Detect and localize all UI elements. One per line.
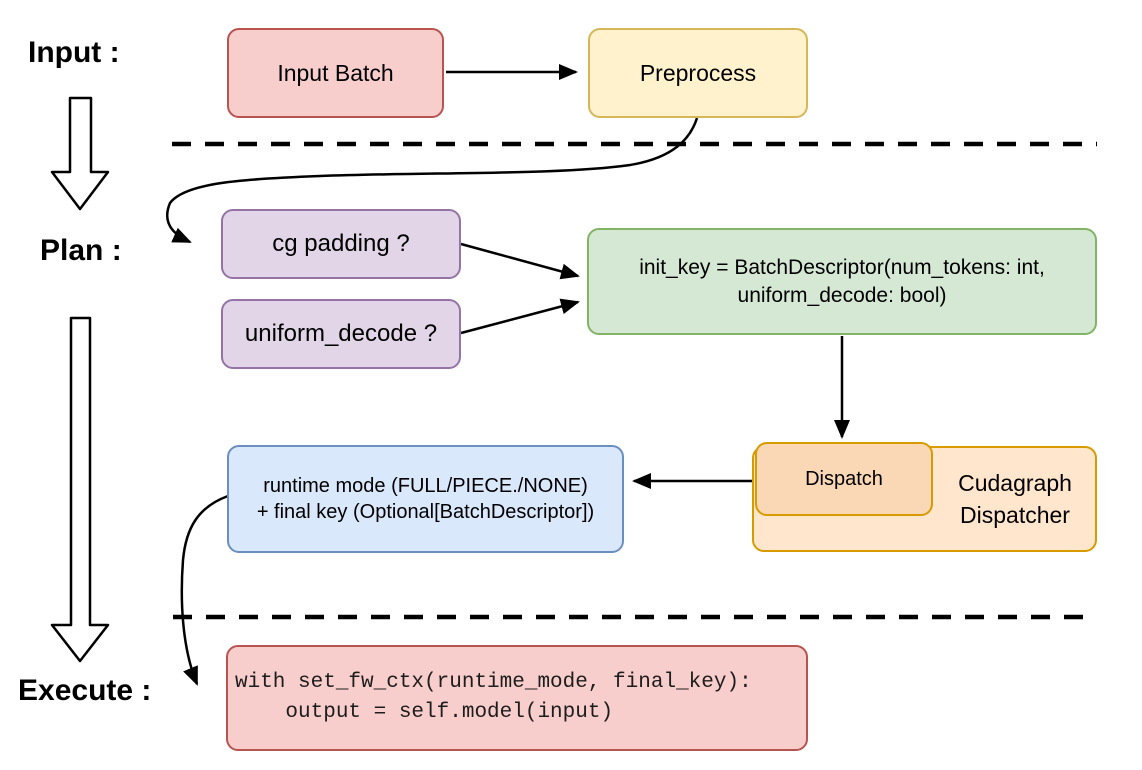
node-uniform-decode: uniform_decode ?	[221, 299, 461, 369]
node-execute-code: with set_fw_ctx(runtime_mode, final_key)…	[226, 645, 808, 751]
cudagraph-line2: Dispatcher	[960, 502, 1070, 528]
node-input-batch: Input Batch	[227, 28, 444, 118]
node-preprocess: Preprocess	[588, 28, 808, 118]
node-init-key: init_key = BatchDescriptor(num_tokens: i…	[587, 228, 1097, 335]
node-dispatch-label: Dispatch	[805, 467, 883, 490]
node-init-key-line1: init_key = BatchDescriptor(num_tokens: i…	[639, 255, 1045, 279]
stage-label-execute: Execute :	[18, 674, 152, 707]
node-dispatch: Dispatch	[755, 442, 933, 516]
node-runtime-output: runtime mode (FULL/PIECE./NONE) + final …	[227, 445, 624, 553]
execute-code-line1: with set_fw_ctx(runtime_mode, final_key)…	[235, 671, 752, 695]
arrow-cg-padding-to-init-key	[460, 242, 580, 280]
node-input-batch-label: Input Batch	[277, 59, 394, 86]
node-preprocess-label: Preprocess	[639, 59, 757, 86]
curve-runtime-to-execute-code	[180, 494, 229, 686]
node-cg-padding-label: cg padding ?	[272, 230, 410, 258]
node-cg-padding: cg padding ?	[221, 209, 461, 279]
node-cudagraph-dispatcher-label: Cudagraph Dispatcher	[935, 452, 1095, 546]
arrow-uniform-decode-to-init-key	[460, 298, 580, 335]
node-runtime-line2: + final key (Optional[BatchDescriptor])	[256, 501, 595, 523]
cudagraph-line1: Cudagraph	[958, 469, 1072, 496]
node-init-key-line2: uniform_decode: bool)	[737, 283, 947, 307]
stage-label-plan: Plan :	[40, 234, 122, 267]
node-runtime-line1: runtime mode (FULL/PIECE./NONE)	[263, 474, 588, 497]
hollow-arrow-plan-to-execute	[50, 316, 110, 663]
hollow-arrow-input-to-plan	[50, 96, 110, 211]
node-uniform-decode-label: uniform_decode ?	[244, 320, 438, 348]
execute-code-line2: output = self.model(input)	[235, 701, 614, 724]
stage-label-input: Input :	[28, 36, 120, 69]
